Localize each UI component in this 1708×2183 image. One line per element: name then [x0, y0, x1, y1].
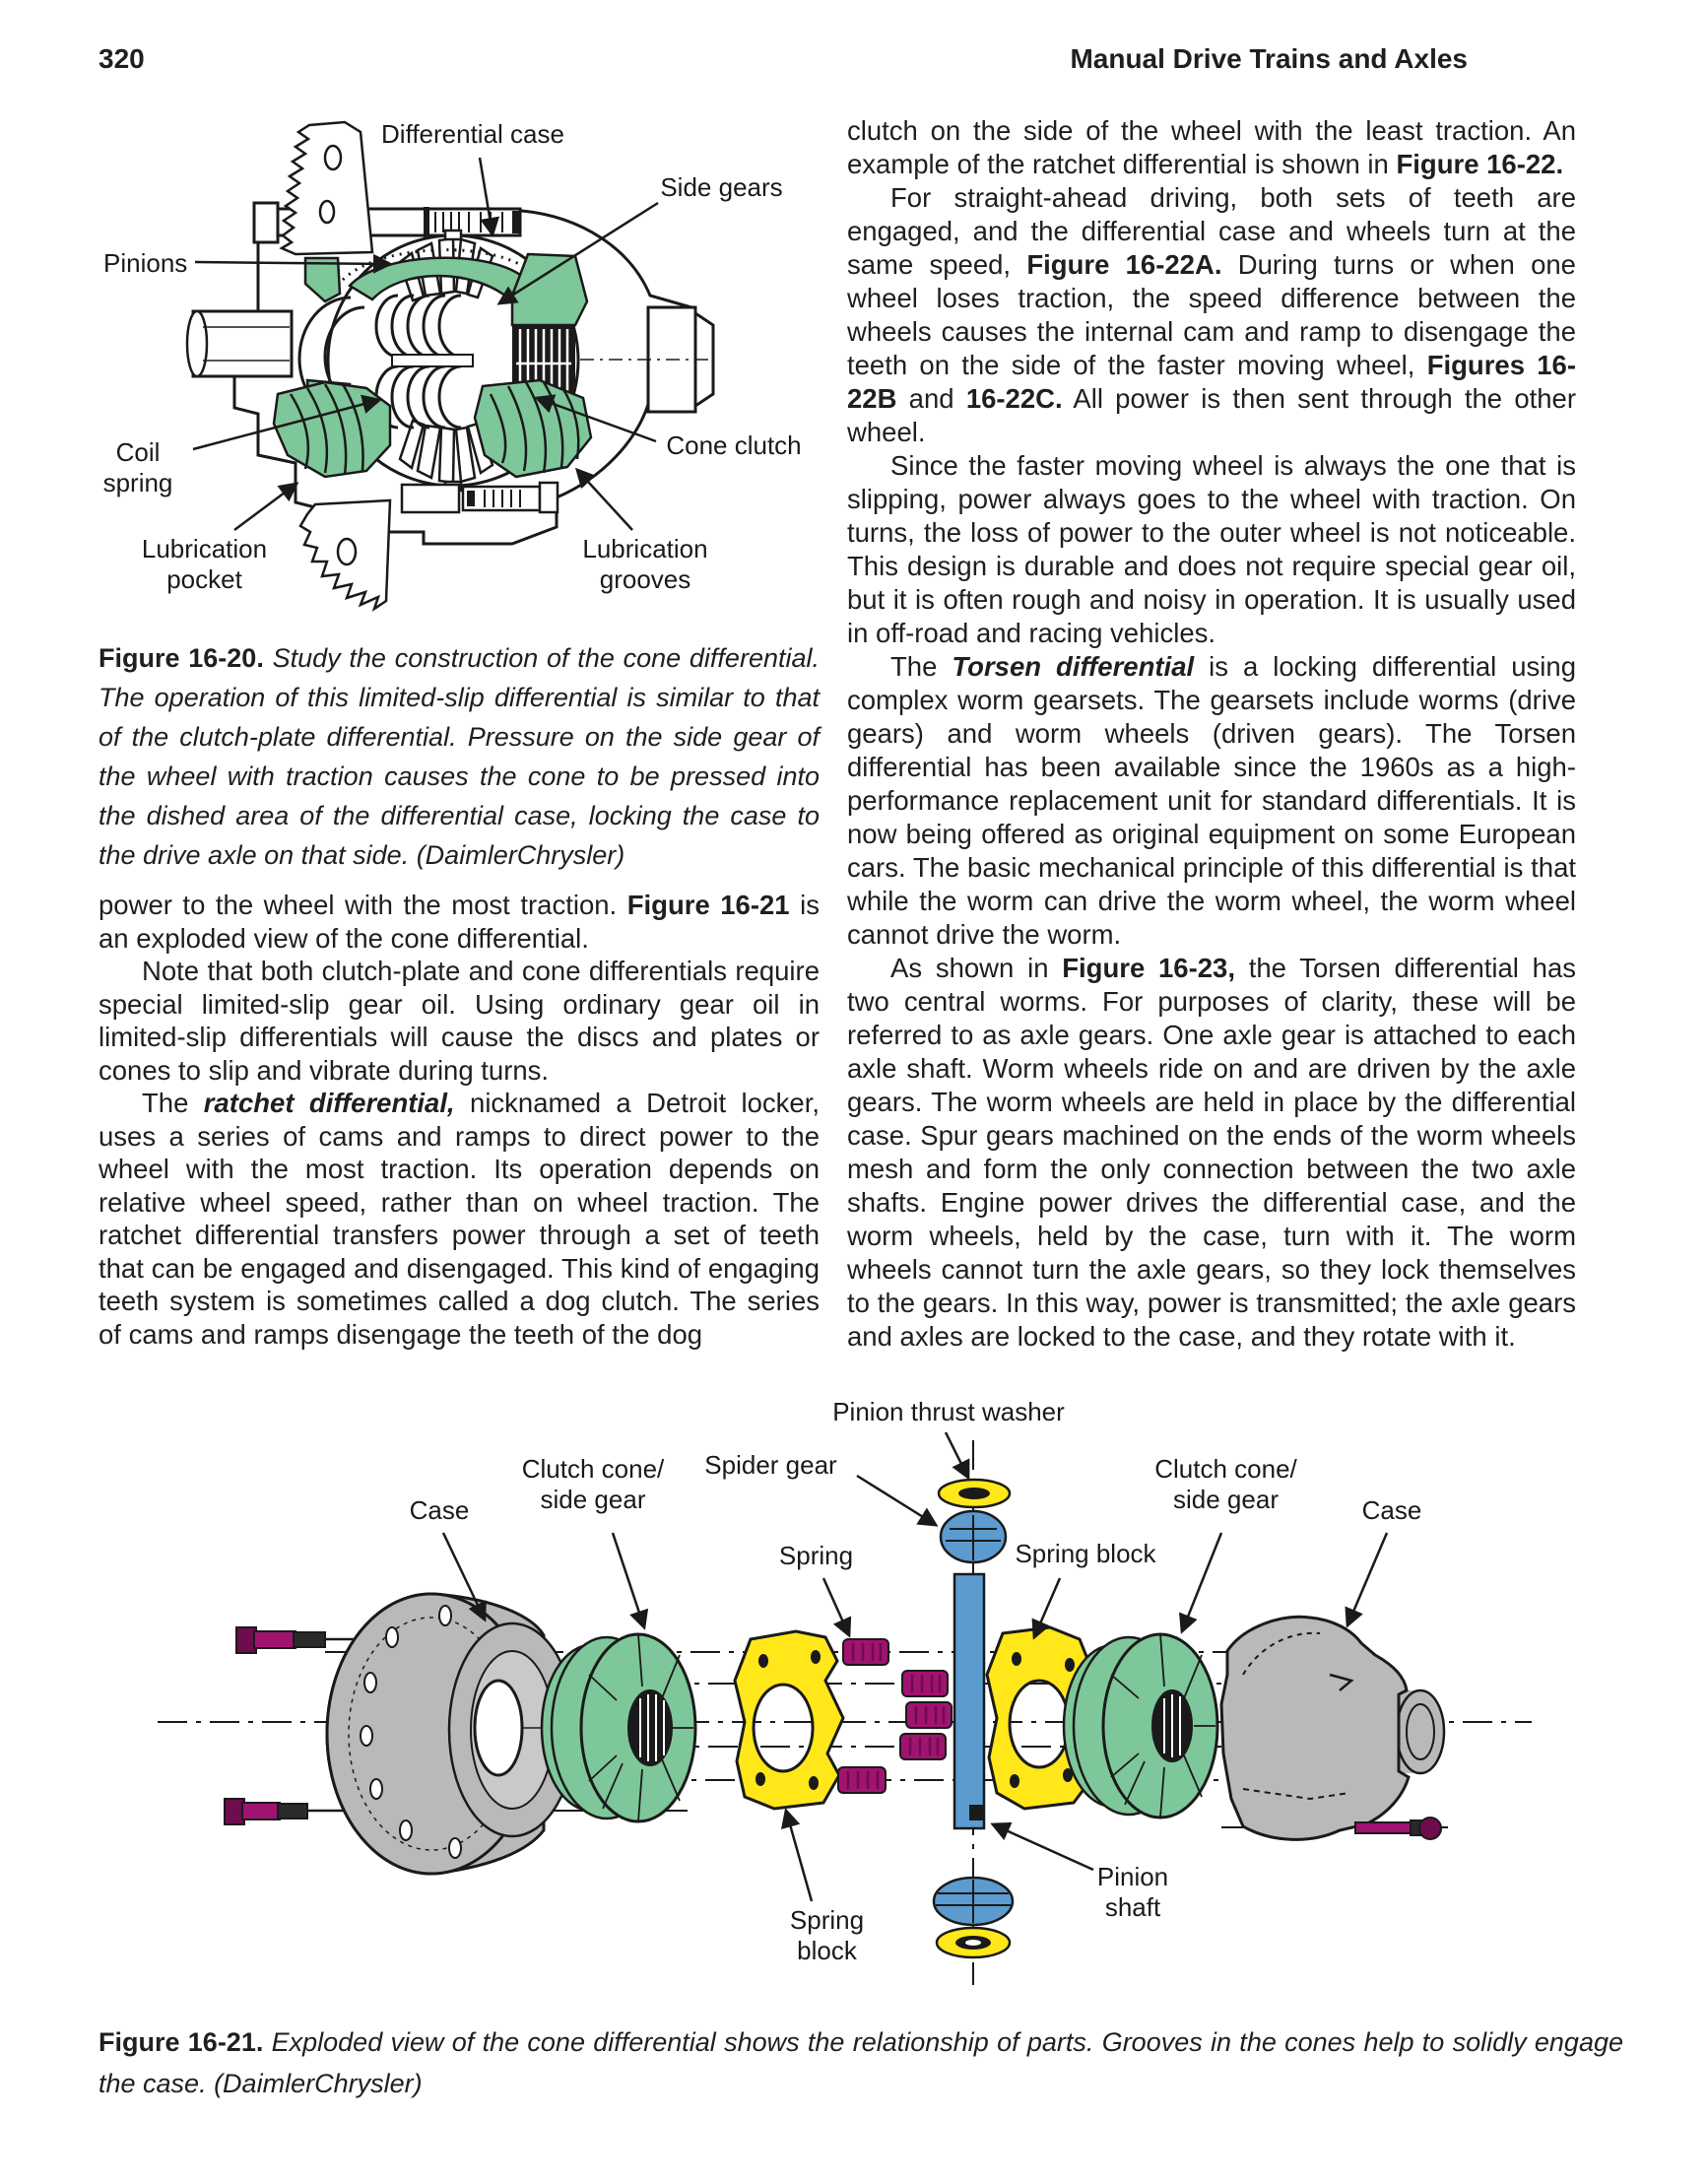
figure-16-20-arrows: [192, 157, 659, 532]
paragraph: Since the faster moving wheel is always …: [847, 450, 1576, 648]
label-spring: Spring: [778, 1541, 854, 1570]
ring-gear-top-drawing: [279, 120, 374, 256]
spring-block-left-drawing: [733, 1629, 845, 1811]
label-side-gears: Side gears: [660, 172, 783, 202]
label-coil-spring: Coil spring: [102, 437, 173, 497]
case-left-drawing: [325, 1592, 577, 1876]
ring-gear-bottom-drawing: [298, 498, 392, 613]
figure-16-21-diagram: [158, 1431, 1532, 1985]
paragraph: power to the wheel with the most tractio…: [99, 890, 820, 954]
label-case-left: Case: [409, 1495, 470, 1525]
label-clutch-cone-left: Clutch cone/ side gear: [521, 1454, 665, 1514]
right-column: clutch on the side of the wheel with the…: [847, 114, 1576, 1354]
paragraph: The ratchet differential, nicknamed a De…: [99, 1088, 820, 1350]
figure-16-20-caption: Figure 16-20. Study the construction of …: [99, 643, 820, 870]
label-differential-case: Differential case: [381, 119, 564, 149]
label-pinion-shaft: Pinion shaft: [1096, 1862, 1169, 1922]
paragraph: For straight-ahead driving, both sets of…: [847, 182, 1577, 447]
label-cone-clutch: Cone clutch: [666, 430, 802, 460]
lower-bolt-drawing: [400, 481, 559, 514]
paragraph: Note that both clutch-plate and cone dif…: [99, 956, 820, 1086]
clutch-cone-left-drawing: [540, 1632, 697, 1823]
figure-16-20-diagram: [185, 120, 715, 613]
page-number: 320: [99, 43, 145, 74]
figure-16-21-arrows: [441, 1431, 1389, 1902]
label-clutch-cone-right: Clutch cone/ side gear: [1154, 1454, 1297, 1514]
label-pinions: Pinions: [103, 248, 188, 278]
case-right-drawing: [1219, 1615, 1446, 1841]
left-column: power to the wheel with the most tractio…: [99, 889, 820, 1351]
label-case-right: Case: [1361, 1495, 1422, 1525]
pinion-shaft-drawing: [932, 1478, 1015, 1959]
label-pinion-thrust-washer: Pinion thrust washer: [832, 1397, 1065, 1426]
figure-16-21-caption: Figure 16-21. Exploded view of the cone …: [99, 2027, 1623, 2098]
label-spider-gear: Spider gear: [704, 1450, 837, 1480]
paragraph: clutch on the side of the wheel with the…: [847, 115, 1576, 179]
label-lubrication-pocket: Lubrication pocket: [141, 534, 268, 594]
right-bolt-drawing: [1354, 1817, 1442, 1840]
paragraph: The Torsen differential is a locking dif…: [847, 651, 1576, 950]
clutch-cone-right-drawing: [1062, 1632, 1219, 1819]
page-header: Manual Drive Trains and Axles: [1070, 43, 1468, 74]
paragraph: As shown in Figure 16-23, the Torsen dif…: [847, 953, 1576, 1352]
label-spring-block-right: Spring block: [1015, 1539, 1156, 1568]
springs-drawing: [837, 1638, 953, 1794]
label-lubrication-grooves: Lubrication grooves: [582, 534, 708, 594]
green-clutch-parts-drawing: [272, 248, 593, 479]
label-spring-block-bottom: Spring block: [789, 1905, 865, 1965]
